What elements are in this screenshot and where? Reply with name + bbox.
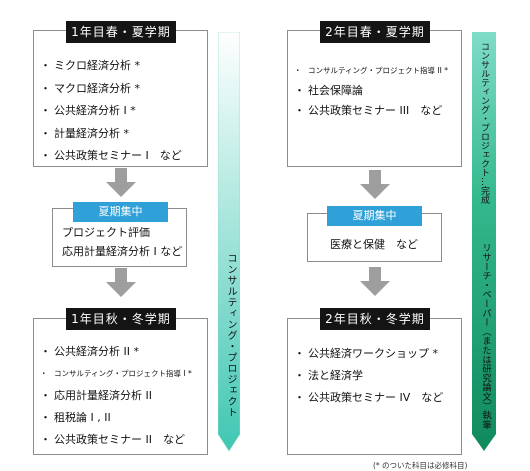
list-item: 法と経済学 xyxy=(294,365,443,387)
list-item: 公共経済分析 I * xyxy=(40,100,182,123)
list-item: 公共政策セミナー I など xyxy=(40,145,182,168)
y1-fall-list: 公共経済分析 II * コンサルティング・プロジェクト指導 I * 応用計量経済… xyxy=(40,341,192,451)
list-item: コンサルティング・プロジェクト指導 I * xyxy=(40,363,192,385)
list-item: 租税論 I , II xyxy=(40,407,192,429)
y1-spring-header: 1年目春・夏学期 xyxy=(66,21,176,43)
list-item: 応用計量経済分析 II xyxy=(40,385,192,407)
list-item: ミクロ経済分析 * xyxy=(40,55,182,78)
y2-arrow-1 xyxy=(360,170,390,199)
research-paper-label: リサーチ・ペーパー（または研究論文）執筆 xyxy=(480,243,491,429)
y2-fall-list: 公共経済ワークショップ * 法と経済学 公共政策セミナー IV など xyxy=(294,343,443,409)
y1-arrow-1 xyxy=(106,168,136,197)
y2-intensive-header: 夏期集中 xyxy=(327,206,422,226)
list-item: コンサルティング・プロジェクト指導 II * xyxy=(294,61,448,81)
research-paper-bar xyxy=(472,32,496,451)
y1-spring-list: ミクロ経済分析 * マクロ経済分析 * 公共経済分析 I * 計量経済分析 * … xyxy=(40,55,182,168)
y2-spring-box: コンサルティング・プロジェクト指導 II * 社会保障論 公共政策セミナー II… xyxy=(287,30,462,167)
y1-fall-box: 公共経済分析 II * コンサルティング・プロジェクト指導 I * 応用計量経済… xyxy=(33,318,208,455)
y1-arrow-2 xyxy=(106,268,136,297)
y2-intensive-line-1: 医療と保健 など xyxy=(330,238,418,251)
list-item: 社会保障論 xyxy=(294,81,448,101)
y2-spring-header: 2年目春・夏学期 xyxy=(320,21,430,43)
consulting-project-label: コンサルティング・プロジェクト xyxy=(225,253,236,418)
list-item: 公共経済ワークショップ * xyxy=(294,343,443,365)
y1-intensive-line-2: 応用計量経済分析 I など xyxy=(62,245,183,258)
y1-intensive-line-1: プロジェクト評価 xyxy=(62,226,150,239)
consulting-complete-label: コンサルティング・プロジェクト…完成 xyxy=(479,42,489,204)
y1-intensive-header: 夏期集中 xyxy=(73,202,168,222)
list-item: 公共政策セミナー II など xyxy=(40,429,192,451)
consulting-project-bar xyxy=(218,32,240,452)
list-item: 計量経済分析 * xyxy=(40,123,182,146)
y2-fall-header: 2年目秋・冬学期 xyxy=(320,308,430,330)
y1-fall-header: 1年目秋・冬学期 xyxy=(66,308,176,330)
list-item: マクロ経済分析 * xyxy=(40,78,182,101)
y2-spring-list: コンサルティング・プロジェクト指導 II * 社会保障論 公共政策セミナー II… xyxy=(294,61,448,121)
list-item: 公共政策セミナー III など xyxy=(294,101,448,121)
list-item: 公共政策セミナー IV など xyxy=(294,387,443,409)
y1-spring-box: ミクロ経済分析 * マクロ経済分析 * 公共経済分析 I * 計量経済分析 * … xyxy=(33,30,208,167)
y2-arrow-2 xyxy=(360,267,390,296)
list-item: 公共経済分析 II * xyxy=(40,341,192,363)
y2-fall-box: 公共経済ワークショップ * 法と経済学 公共政策セミナー IV など xyxy=(287,318,462,455)
required-footnote: (* のついた科目は必修科目) xyxy=(373,461,468,470)
